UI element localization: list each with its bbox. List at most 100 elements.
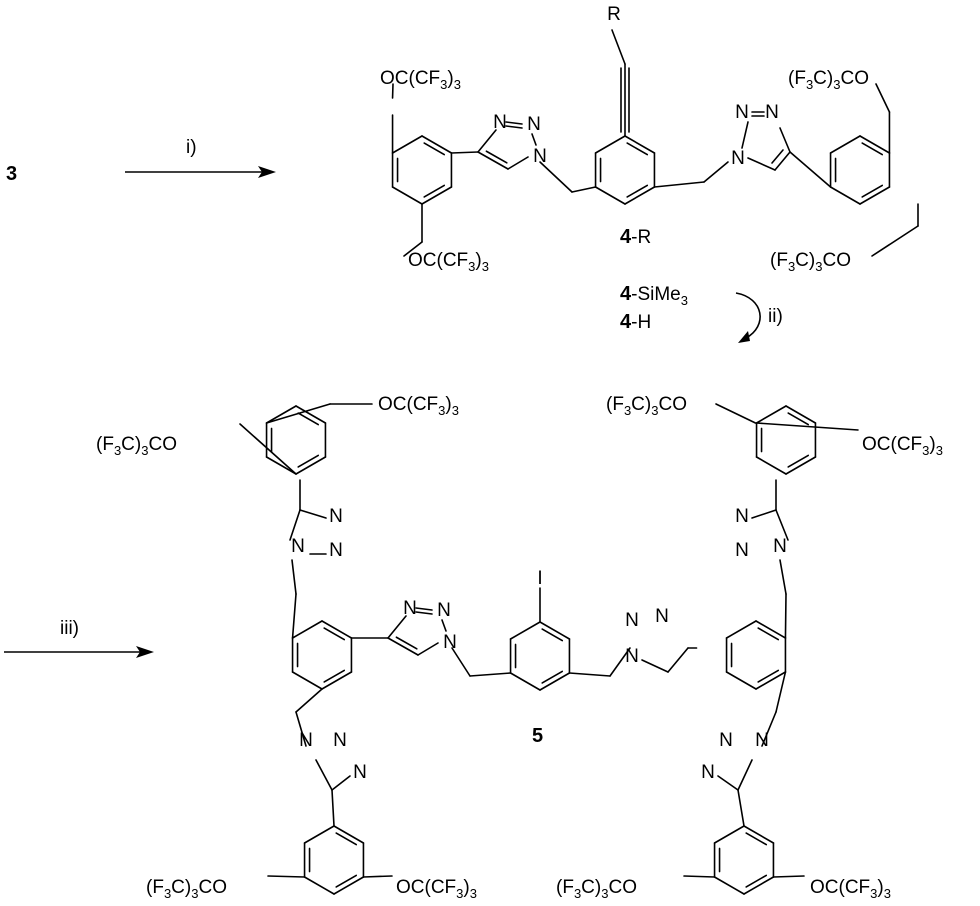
ring-4-right-bond bbox=[829, 135, 861, 154]
fluoroether-top-left-2: OC(CF3)3 bbox=[408, 250, 489, 274]
ring-4-right-double-bond bbox=[861, 184, 884, 198]
alkyne-substituent-label: R bbox=[607, 4, 621, 25]
core-iodo-label-part: I bbox=[537, 568, 542, 589]
fluoroether-ul-1-part: 3 bbox=[438, 403, 445, 418]
fluoroether-top-right-1: (F3C)3CO bbox=[788, 68, 869, 92]
ring-4-core-bond bbox=[594, 186, 626, 205]
ring-5-lower-right-double-bond bbox=[745, 832, 768, 846]
reaction-arrow-i: i) bbox=[125, 137, 276, 178]
fluoroether-ur-1-part: (F bbox=[606, 394, 624, 415]
triazole-bond bbox=[667, 647, 689, 673]
ring-4-left-bond bbox=[391, 135, 423, 154]
triazole-double-bond bbox=[485, 150, 508, 164]
ring-4-core-bond bbox=[594, 135, 626, 154]
ring-5-lower-left-bond bbox=[333, 825, 365, 844]
fluoroether-top-right-1-part: 3 bbox=[806, 77, 813, 92]
bond-lines bbox=[239, 29, 919, 895]
triazole-double-bond bbox=[505, 125, 523, 129]
ring-5-upper-right-bond bbox=[785, 456, 817, 475]
ring-5-right-mid-double-bond bbox=[757, 669, 780, 683]
ch2-bond bbox=[295, 688, 323, 713]
fluoroether-ur-1: (F3C)3CO bbox=[606, 394, 687, 418]
triazole-n2: N bbox=[527, 114, 541, 135]
ring-5-lower-right-bond bbox=[713, 825, 745, 844]
fluoroether-lr-2-part: ) bbox=[877, 877, 883, 898]
ring-5-lower-right-bond bbox=[743, 876, 775, 895]
arrow-ii-label: ii) bbox=[768, 306, 783, 327]
fluoroether-ur-2: OC(CF3)3 bbox=[862, 434, 943, 458]
fluoroether-ur-2-part: 3 bbox=[922, 443, 929, 458]
triazole-bond bbox=[387, 615, 407, 639]
triazole-bond bbox=[289, 509, 301, 541]
ring-5-upper-left-bond bbox=[265, 456, 297, 475]
triazole-n1: N bbox=[443, 632, 457, 653]
ring-5-lower-left-double-bond bbox=[335, 832, 358, 846]
ring-4-left-double-bond bbox=[423, 184, 446, 198]
triazole-bond bbox=[531, 133, 537, 146]
ring-4-left-double-bond bbox=[423, 142, 446, 156]
fluoroether-ul-2-part: 3 bbox=[114, 443, 121, 458]
triazole-ur-n2: N bbox=[735, 506, 749, 527]
fluoroether-ur-2-part: 3 bbox=[936, 443, 943, 458]
ring-5-lower-right-bond bbox=[743, 825, 775, 844]
ring-5-left-mid-double-bond bbox=[323, 669, 346, 683]
core-iodo-label: I bbox=[537, 568, 542, 589]
triazole-bond bbox=[415, 607, 433, 611]
ring-5-core-bond bbox=[509, 672, 541, 691]
fluoroether-lr-2-part: OC(CF bbox=[810, 877, 870, 898]
ring-5-right-mid-bond bbox=[725, 620, 757, 639]
fluoroether-top-left-1-part: OC(CF bbox=[380, 68, 440, 89]
ring-5-upper-right-double-bond bbox=[787, 454, 810, 468]
triazole-rc-n3: N bbox=[655, 606, 669, 627]
fluoroether-lr-1: (F3C)3CO bbox=[556, 877, 637, 901]
ring-4-right-bond bbox=[829, 186, 861, 205]
fluoroether-ll-1-part: 3 bbox=[164, 886, 171, 901]
ring-5-left-mid-bond bbox=[291, 671, 323, 690]
ring-5-lower-left-bond bbox=[303, 876, 335, 895]
arrow-i-head bbox=[258, 166, 276, 178]
fluoroether-ur-1-part: 3 bbox=[651, 403, 658, 418]
o-bond bbox=[871, 225, 919, 257]
triazole-bond bbox=[741, 121, 749, 149]
triazole-ur-n1: N bbox=[773, 536, 787, 557]
alkyne-substituent-label-part: R bbox=[607, 4, 621, 25]
fluoroether-ur-1-part: C) bbox=[631, 394, 651, 415]
ring-4-right-bond bbox=[859, 135, 891, 154]
ch2-bond bbox=[362, 875, 393, 878]
ch2-bond bbox=[291, 593, 297, 639]
ring-5-core-double-bond bbox=[541, 670, 564, 684]
fluoroether-top-left-2-part: 3 bbox=[482, 259, 489, 274]
ch2-bond bbox=[755, 422, 859, 431]
fluoroether-ll-2: OC(CF3)3 bbox=[396, 877, 477, 901]
fluoroether-ur-2-part: ) bbox=[929, 434, 935, 455]
ch2-bond bbox=[291, 559, 297, 595]
reaction-arrow-ii: ii) bbox=[735, 292, 783, 343]
fluoroether-top-right-2-part: CO bbox=[822, 250, 851, 271]
ch2-bond bbox=[451, 647, 471, 677]
triazole-lr-n3: N bbox=[701, 762, 715, 783]
fluoroether-ul-1-part: ) bbox=[445, 394, 451, 415]
fluoroether-top-right-1-part: C) bbox=[813, 68, 833, 89]
o-bond bbox=[875, 83, 891, 113]
compound-3-label: 3 bbox=[6, 163, 17, 185]
ring-4-right-double-bond bbox=[861, 142, 884, 156]
arrow-ii-head bbox=[738, 331, 750, 343]
fluoroether-lr-1-part: 3 bbox=[574, 886, 581, 901]
fluoroether-top-left-1-part: 3 bbox=[454, 77, 461, 92]
fluoroether-lr-2: OC(CF3)3 bbox=[810, 877, 891, 901]
ch2-bond bbox=[239, 423, 297, 475]
fluoroether-lr-2-part: 3 bbox=[884, 886, 891, 901]
ch2-bond bbox=[267, 875, 306, 878]
aryl-bond bbox=[331, 789, 335, 827]
triazole-ll-n1: N bbox=[299, 730, 313, 751]
compound-4R-label: 4-R bbox=[620, 226, 651, 248]
fluoroether-ul-2-part: CO bbox=[148, 434, 177, 455]
ring-5-lower-left-double-bond bbox=[335, 874, 358, 888]
fluoroether-ul-1-part: 3 bbox=[452, 403, 459, 418]
ring-5-upper-left-bond bbox=[265, 405, 297, 424]
fluoroether-ll-1-part: 3 bbox=[191, 886, 198, 901]
ring-4-core-double-bond bbox=[626, 184, 649, 198]
ch2-bond bbox=[295, 711, 307, 747]
ring-5-right-mid-double-bond bbox=[757, 627, 780, 641]
